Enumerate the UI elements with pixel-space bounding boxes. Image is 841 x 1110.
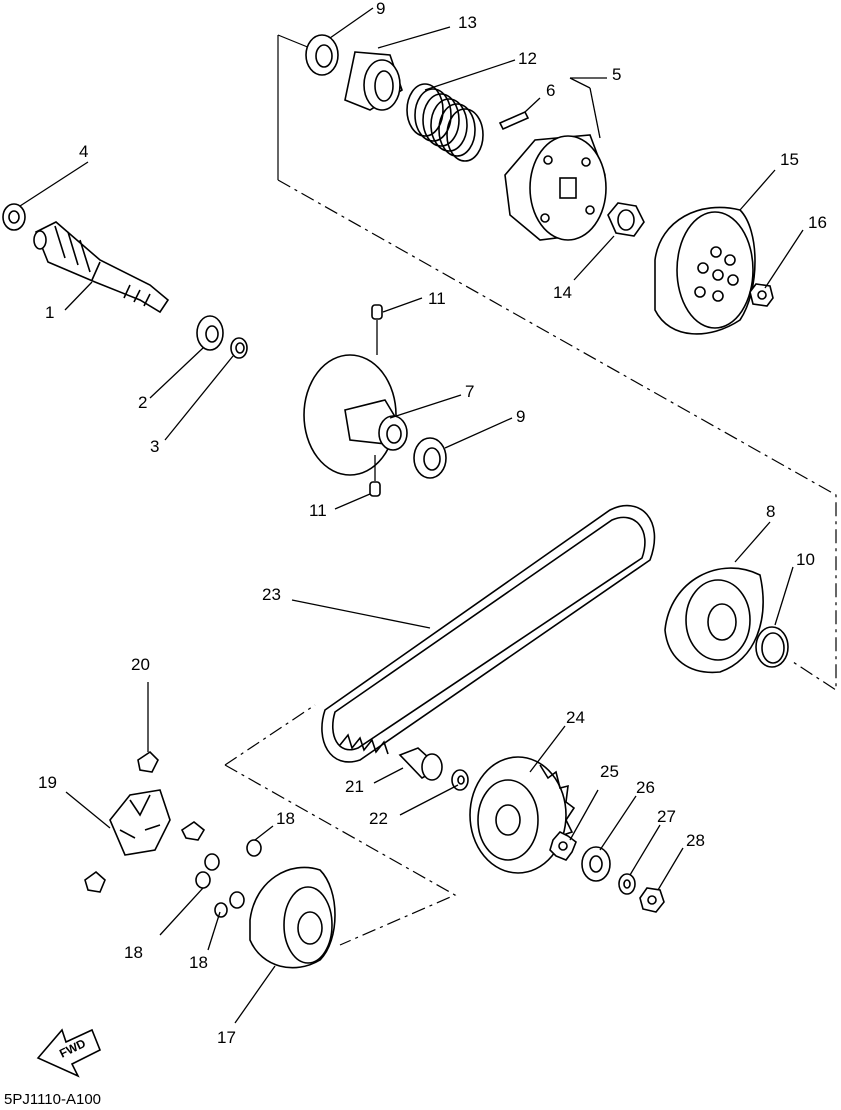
part-21-collar <box>398 747 443 781</box>
callout-2: 2 <box>138 393 147 412</box>
callout-3: 3 <box>150 437 159 456</box>
callout-18-bottom: 18 <box>189 953 208 972</box>
callout-16: 16 <box>808 213 827 232</box>
part-23-v-belt <box>321 504 656 763</box>
callout-numbers: 4 1 2 3 5 6 7 8 9 9 10 11 11 12 13 14 15… <box>38 0 827 1047</box>
part-16-nut <box>749 283 774 307</box>
callout-5: 5 <box>612 65 621 84</box>
part-2-bearing <box>196 315 224 351</box>
callout-18-right: 18 <box>276 809 295 828</box>
part-5-clutch-carrier <box>504 134 607 241</box>
part-17-sliding-sheave <box>249 866 336 969</box>
part-18-weight-b <box>204 853 220 871</box>
callout-9-top: 9 <box>376 0 385 18</box>
assembly-outline-upper <box>277 34 837 692</box>
callout-11-bottom: 11 <box>309 501 327 520</box>
part-9-collar-middle <box>413 437 447 479</box>
callout-6: 6 <box>546 81 555 100</box>
part-9-collar-top <box>305 34 339 76</box>
callout-12: 12 <box>518 49 537 68</box>
part-11-guide-pin-bottom <box>369 455 381 497</box>
callout-14: 14 <box>553 283 572 302</box>
assembly-outline-lower <box>224 704 457 946</box>
callout-28: 28 <box>686 831 705 850</box>
part-20-slider <box>137 750 159 773</box>
part-6-pin <box>498 110 530 131</box>
callout-23: 23 <box>262 585 281 604</box>
callout-19: 19 <box>38 773 57 792</box>
callout-7: 7 <box>465 382 474 401</box>
part-28-nut <box>639 887 665 913</box>
part-7-secondary-sheave <box>303 354 408 476</box>
part-13-sleeve <box>344 51 403 111</box>
part-18-weight-a <box>246 839 262 857</box>
callout-8: 8 <box>766 502 775 521</box>
leader-lines <box>19 7 804 1024</box>
part-19-cam <box>84 789 206 893</box>
callout-4: 4 <box>79 142 88 161</box>
part-22-washer <box>451 769 469 791</box>
part-1-primary-shaft <box>33 221 170 314</box>
callout-26: 26 <box>636 778 655 797</box>
part-12-compression-spring <box>406 83 484 162</box>
callout-20: 20 <box>131 655 150 674</box>
part-14-nut <box>607 202 645 237</box>
callout-1: 1 <box>45 303 54 322</box>
part-18-weight-d <box>229 891 245 909</box>
part-15-clutch-housing <box>654 206 756 335</box>
part-10-o-ring <box>755 626 789 668</box>
callout-17: 17 <box>217 1028 236 1047</box>
part-4-bearing <box>2 203 26 231</box>
callout-10: 10 <box>796 550 815 569</box>
callout-18-left: 18 <box>124 943 143 962</box>
part-24-primary-fixed-sheave <box>469 756 576 874</box>
part-26-one-way-clutch <box>581 846 611 882</box>
part-18-weight-e <box>214 902 228 918</box>
part-11-guide-pin-top <box>371 304 383 355</box>
part-18-weight-c <box>195 871 211 889</box>
fwd-arrow-icon: FWD <box>36 1028 102 1078</box>
callout-9-middle: 9 <box>516 407 525 426</box>
callout-13: 13 <box>458 13 477 32</box>
part-3-oil-seal <box>230 337 248 359</box>
callout-22: 22 <box>369 809 388 828</box>
callout-27: 27 <box>657 807 676 826</box>
callout-24: 24 <box>566 708 585 727</box>
callout-15: 15 <box>780 150 799 169</box>
callout-11-top: 11 <box>428 289 446 308</box>
callout-25: 25 <box>600 762 619 781</box>
part-25-spacer <box>549 831 577 861</box>
part-8-sliding-sheave <box>664 567 764 674</box>
callout-21: 21 <box>345 777 364 796</box>
drawing-code: 5PJ1110-A100 <box>4 1091 101 1108</box>
part-27-washer <box>618 873 636 895</box>
